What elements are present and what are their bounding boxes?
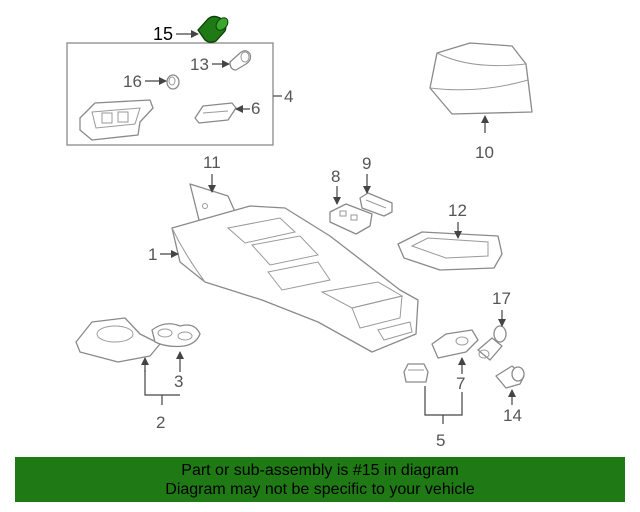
parts-diagram: 15 13 16 6 4 10 11 xyxy=(66,15,533,450)
part-10-console-lid[interactable] xyxy=(429,42,533,115)
callout-12: 12 xyxy=(448,201,467,220)
callout-8: 8 xyxy=(331,167,340,186)
part-1-center-console[interactable] xyxy=(171,205,419,353)
part-14-plug[interactable] xyxy=(495,365,525,389)
callout-6: 6 xyxy=(251,99,260,118)
sub-assembly-box xyxy=(66,42,274,146)
callout-16: 16 xyxy=(123,72,142,91)
part-12-tray[interactable] xyxy=(397,231,503,271)
callout-10: 10 xyxy=(475,143,494,162)
banner-line-1: Part or sub-assembly is #15 in diagram xyxy=(181,462,459,479)
callout-13: 13 xyxy=(190,55,209,74)
switch-bezel[interactable] xyxy=(79,99,154,141)
part-6[interactable] xyxy=(194,102,237,124)
callout-15: 15 xyxy=(153,24,173,44)
callout-11: 11 xyxy=(203,153,221,172)
callout-14: 14 xyxy=(503,406,522,425)
callout-1: 1 xyxy=(148,245,157,264)
banner-line-2: Diagram may not be specific to your vehi… xyxy=(165,481,475,498)
part-8-switch[interactable] xyxy=(329,203,373,235)
part-13[interactable] xyxy=(229,50,252,71)
small-cap[interactable] xyxy=(403,363,429,383)
callout-7: 7 xyxy=(456,374,465,393)
part-15-highlighted[interactable] xyxy=(197,15,230,43)
part-2-cup-holder[interactable] xyxy=(75,317,161,363)
info-banner: Part or sub-assembly is #15 in diagram D… xyxy=(15,457,625,502)
part-3-cup-ring[interactable] xyxy=(151,323,201,348)
callout-3: 3 xyxy=(174,372,183,391)
callout-4: 4 xyxy=(284,87,293,106)
callout-9: 9 xyxy=(362,154,371,173)
part-17-socket[interactable] xyxy=(477,325,507,361)
callout-17: 17 xyxy=(492,289,511,308)
callout-2: 2 xyxy=(156,413,165,432)
part-16[interactable] xyxy=(166,74,180,90)
part-7-bezel[interactable] xyxy=(431,329,479,359)
callout-5: 5 xyxy=(436,431,445,450)
